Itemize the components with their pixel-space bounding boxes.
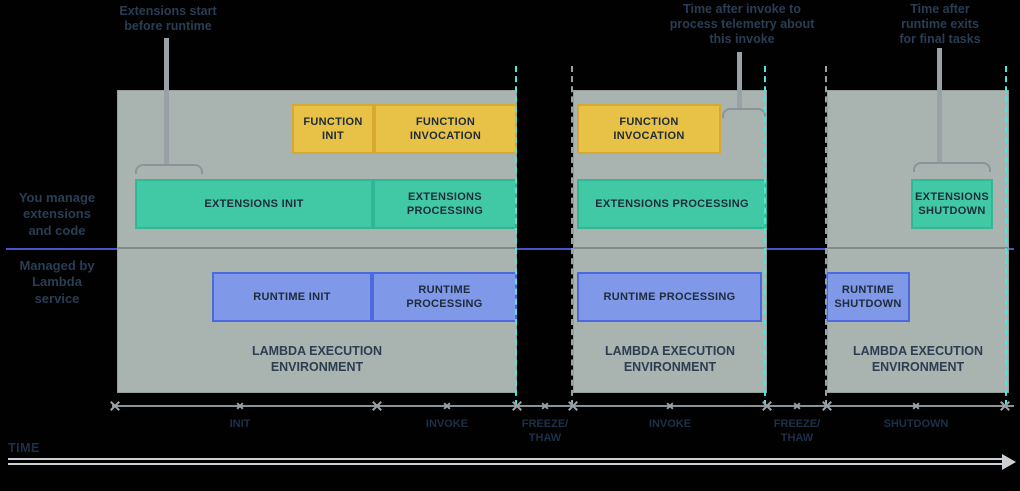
time-arrow-head-icon: [1002, 454, 1016, 470]
phase-label-invoke-2: INVOKE: [648, 418, 692, 430]
freeze-boundary-line-2: [764, 66, 766, 406]
phase-label-shutdown: SHUTDOWN: [883, 418, 949, 430]
runtime-init-bar: RUNTIME INIT: [212, 272, 372, 322]
time-axis-arrow: [8, 454, 1016, 470]
annotation-invoke-telemetry: Time after invoke to process telemetry a…: [669, 2, 815, 46]
runtime-processing-bar-2: RUNTIME PROCESSING: [577, 272, 762, 322]
env-divider-line: [574, 247, 766, 249]
extensions-processing-bar: EXTENSIONS PROCESSING: [373, 179, 517, 229]
end-boundary-line: [1005, 66, 1007, 406]
time-arrow-line: [8, 463, 1004, 465]
annotation-final-tasks: Time after runtime exits for final tasks: [899, 2, 981, 46]
time-axis-label: TIME: [8, 441, 40, 455]
extensions-shutdown-bar: EXTENSIONS SHUTDOWN: [911, 179, 993, 229]
extensions-init-bar: EXTENSIONS INIT: [135, 179, 373, 229]
function-init-bar: FUNCTION INIT: [292, 104, 374, 154]
env-divider-line: [118, 247, 516, 249]
annotation-stem-final-tasks: [937, 48, 942, 162]
runtime-processing-bar: RUNTIME PROCESSING: [372, 272, 517, 322]
freeze-boundary-line-1: [515, 66, 517, 406]
annotation-brace-final-tasks: [913, 162, 991, 172]
time-arrow-line: [8, 458, 1004, 460]
phase-label-init: INIT: [229, 418, 251, 430]
annotation-extensions-start: Extensions start before runtime: [119, 4, 217, 33]
annotation-brace-extensions-start: [135, 164, 203, 174]
phase-label-invoke-1: INVOKE: [425, 418, 469, 430]
function-invocation-bar-2: FUNCTION INVOCATION: [577, 104, 721, 154]
extensions-processing-bar-2: EXTENSIONS PROCESSING: [577, 179, 767, 229]
function-invocation-bar: FUNCTION INVOCATION: [374, 104, 517, 154]
env-divider-line: [828, 247, 1008, 249]
env-label: LAMBDA EXECUTION ENVIRONMENT: [251, 344, 383, 375]
label-you-manage: You manage extensions and code: [18, 190, 96, 238]
env-label: LAMBDA EXECUTION ENVIRONMENT: [852, 344, 984, 375]
thaw-boundary-line-2: [825, 66, 827, 406]
label-managed-by-lambda: Managed by Lambda service: [19, 258, 95, 306]
env-label: LAMBDA EXECUTION ENVIRONMENT: [604, 344, 736, 375]
phase-label-freeze-thaw-1: FREEZE/ THAW: [521, 418, 569, 445]
runtime-shutdown-bar: RUNTIME SHUTDOWN: [826, 272, 910, 322]
execution-environment-3: LAMBDA EXECUTION ENVIRONMENT: [827, 90, 1009, 393]
phase-label-freeze-thaw-2: FREEZE/ THAW: [773, 418, 821, 445]
phase-timeline-line: [112, 405, 1014, 407]
thaw-boundary-line-1: [571, 66, 573, 406]
annotation-stem-extensions-start: [164, 38, 169, 164]
annotation-stem-telemetry: [737, 52, 742, 108]
annotation-brace-telemetry: [722, 108, 766, 118]
